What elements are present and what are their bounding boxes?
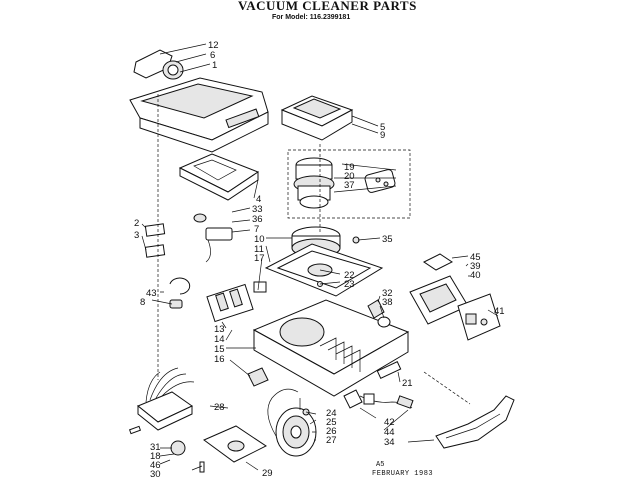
part-label: 29 (262, 468, 273, 479)
part-label: 7 (254, 224, 259, 235)
part-label: 45 (470, 252, 481, 263)
part-label: 2 (134, 218, 139, 229)
model-number: For Model: 116.2399181 (272, 14, 351, 21)
part-label: 25 (326, 417, 337, 428)
bumper-part (435, 395, 515, 449)
part-label: 35 (382, 234, 393, 245)
cord-reel-part (267, 388, 317, 457)
cord-plug-part (343, 389, 414, 409)
handle-part (133, 49, 184, 80)
page-title: VACUUM CLEANER PARTS (238, 0, 417, 13)
part-label: 12 (208, 40, 219, 51)
part-label: 20 (344, 171, 355, 182)
base-housing-part (247, 299, 410, 397)
publish-date: FEBRUARY 1983 (372, 470, 434, 478)
part-label: 27 (326, 435, 337, 446)
part-label: 44 (384, 427, 395, 438)
part-label: 4 (256, 194, 261, 205)
part-label: 8 (140, 297, 145, 308)
fastener-parts (367, 299, 402, 379)
part-label: 41 (494, 306, 505, 317)
part-label: 14 (214, 334, 225, 345)
part-label: 21 (402, 378, 413, 389)
part-label: 36 (252, 214, 263, 225)
filter-door-part (409, 253, 501, 341)
part-label: 23 (344, 279, 355, 290)
part-label: 22 (344, 270, 355, 281)
small-parts-left (144, 213, 233, 309)
switch-part (206, 281, 267, 323)
page-code: A5 (376, 461, 385, 469)
part-label: 31 (150, 442, 161, 453)
filter-cover-part (280, 95, 354, 141)
part-label: 28 (214, 402, 225, 413)
part-label: 19 (344, 162, 355, 173)
part-label: 46 (150, 460, 161, 471)
part-label: 10 (254, 234, 265, 245)
part-label: 32 (382, 288, 393, 299)
part-label: 42 (384, 417, 395, 428)
part-label: 26 (326, 426, 337, 437)
part-label: 37 (344, 180, 355, 191)
cover-part (129, 77, 269, 153)
part-label: 3 (134, 230, 139, 241)
part-label: 15 (214, 344, 225, 355)
part-label: 13 (214, 324, 225, 335)
part-label: 18 (150, 451, 161, 462)
part-label: 9 (380, 130, 385, 141)
part-label: 16 (214, 354, 225, 365)
part-label: 40 (470, 270, 481, 281)
part-label: 1 (212, 60, 217, 71)
tray-part (178, 153, 260, 201)
part-label: 33 (252, 204, 263, 215)
part-label: 6 (210, 50, 215, 61)
part-label: 5 (380, 122, 385, 133)
part-label: 39 (470, 261, 481, 272)
part-label: 30 (150, 469, 161, 480)
circuit-board-part (128, 367, 267, 473)
leader-lines (141, 43, 499, 471)
part-label: 38 (382, 297, 393, 308)
gasket-part (264, 243, 384, 297)
part-label: 43 (146, 288, 157, 299)
part-label: 17 (254, 253, 265, 264)
part-labels: 12 6 1 5 9 19 20 37 4 33 36 2 3 7 10 35 … (134, 40, 505, 480)
part-label: 24 (326, 408, 337, 419)
part-label: 11 (254, 244, 264, 255)
part-label: 34 (384, 437, 395, 448)
